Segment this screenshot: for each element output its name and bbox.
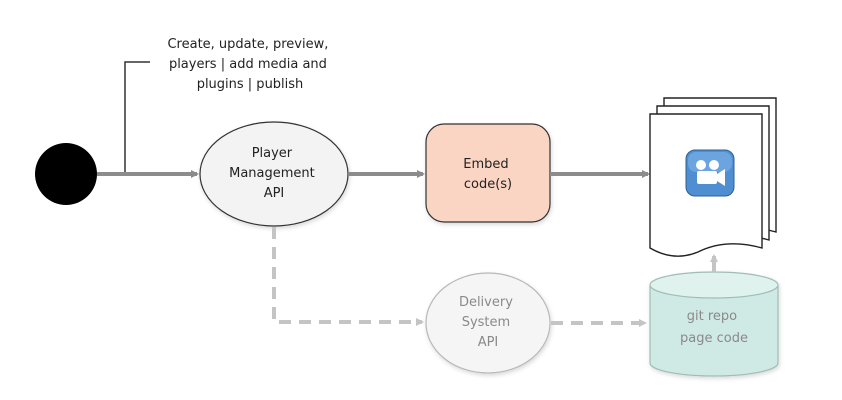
player-api-label: Player Management API [229,146,319,201]
node-player-management-api [199,121,349,227]
node-delivery-system-api [425,272,551,374]
node-git-repo [649,271,779,377]
embed-codes-label: Embed code(s) [463,157,513,192]
annotation-text: Create, update, preview, players | add m… [167,37,332,92]
dashed-arrow-player-api-to-delivery [272,227,424,326]
delivery-api-label: Delivery System API [459,295,517,350]
git-repo-label: git repo page code [680,309,748,346]
node-embed-codes [425,123,551,223]
start-node [35,143,97,205]
annotation-connector [124,61,150,175]
video-camera-icon [685,149,735,197]
